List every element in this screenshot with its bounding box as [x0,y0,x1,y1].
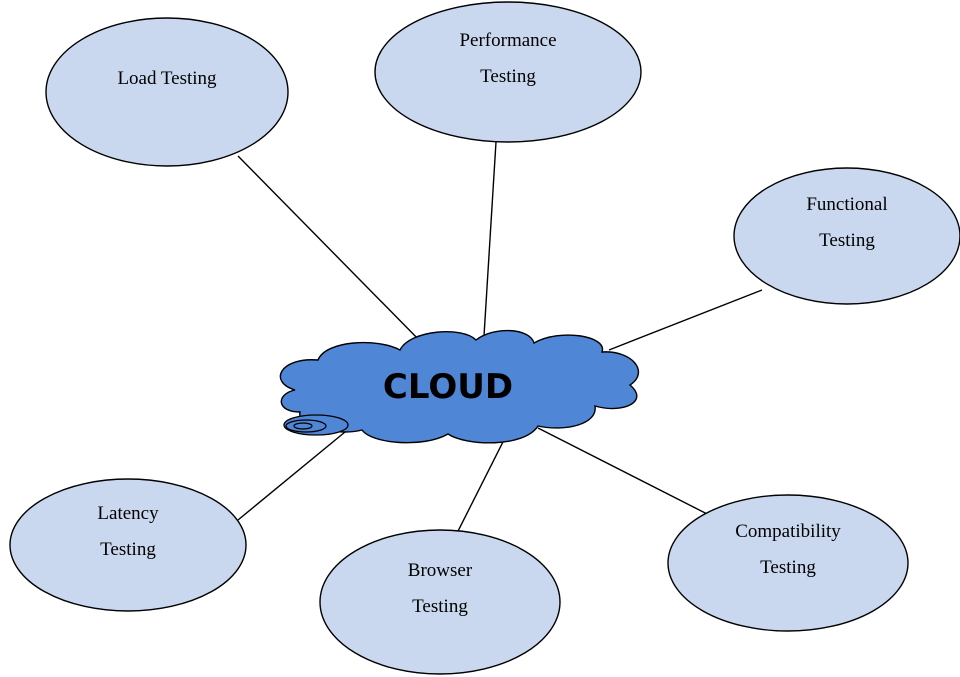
latency-testing-label-line-1: Latency [97,503,159,524]
load-testing-label-line-1: Load Testing [117,68,217,89]
performance-testing-label-line-2: Testing [480,66,536,87]
cloud-swirl-icon [283,414,349,436]
browser-testing-label-line-1: Browser [408,560,473,581]
node-ellipse [319,529,561,675]
swirl-inner [293,422,313,430]
connector-browser-testing [449,427,511,548]
functional-testing-label-line-1: Functional [806,194,887,215]
node-ellipse [45,17,289,167]
connector-performance-testing [483,141,497,337]
node-load-testing: Load Testing [45,17,289,167]
functional-testing-label-line-2: Testing [819,230,875,251]
performance-testing-label-line-1: Performance [459,30,556,51]
node-ellipse [9,478,247,612]
cloud-body [279,329,640,444]
node-ellipse [667,494,909,632]
compatibility-testing-label-line-2: Testing [760,557,816,578]
connector-functional-testing [608,289,763,351]
compatibility-testing-label-line-1: Compatibility [735,521,841,542]
connector-lines [237,141,763,548]
swirl-middle [285,419,327,433]
browser-testing-label-line-2: Testing [412,596,468,617]
connector-compatibility-testing [537,427,718,520]
latency-testing-label-line-2: Testing [100,539,156,560]
swirl-outer [283,414,349,436]
node-ellipse [733,167,960,305]
cloud-shape: CLOUD [279,329,640,444]
cloud-label: CLOUD [383,367,513,407]
node-ellipse [374,1,642,143]
connector-load-testing [237,155,425,346]
connector-latency-testing [237,431,346,521]
